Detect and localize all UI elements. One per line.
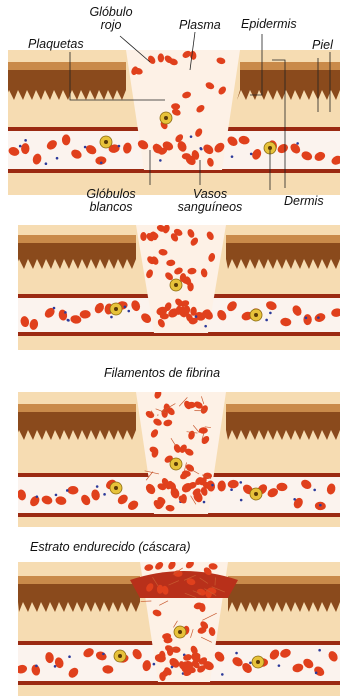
label-globulos-blancos: Glóbulos blancos (78, 188, 144, 214)
label-piel: Piel (312, 39, 333, 52)
label-vasos-line2: sanguíneos (170, 201, 250, 214)
label-globulo-rojo-line2: rojo (82, 19, 140, 32)
label-plasma: Plasma (179, 19, 221, 32)
label-vasos-sanguineos: Vasos sanguíneos (170, 188, 250, 214)
label-globulos-blancos-line2: blancos (78, 201, 144, 214)
panel-fibrin (18, 392, 340, 527)
label-estrato-endurecido: Estrato endurecido (cáscara) (30, 541, 191, 554)
label-filamentos-fibrina: Filamentos de fibrina (104, 367, 220, 380)
label-dermis: Dermis (284, 195, 324, 208)
panel-scab (18, 562, 340, 696)
label-plaquetas: Plaquetas (28, 38, 84, 51)
label-epidermis: Epidermis (241, 18, 297, 31)
label-globulo-rojo: Glóbulo rojo (82, 6, 140, 32)
panel-cells (18, 225, 340, 350)
